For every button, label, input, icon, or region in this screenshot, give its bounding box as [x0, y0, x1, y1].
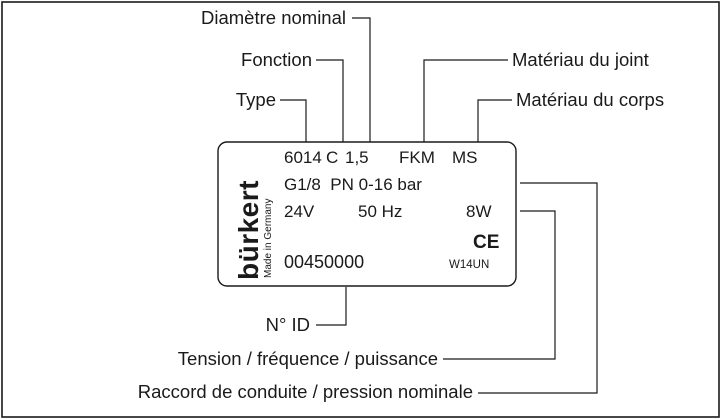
leader-diametre-nominal — [352, 17, 371, 142]
plate-puissance: 8W — [466, 202, 492, 221]
leader-n-id — [316, 287, 347, 326]
label-raccord: Raccord de conduite / pression nominale — [138, 381, 473, 402]
label-materiau-corps: Matériau du corps — [516, 89, 664, 110]
leader-tension — [443, 210, 556, 360]
plate-type: 6014 — [284, 148, 322, 167]
label-diametre-nominal: Diamètre nominal — [201, 7, 346, 28]
made-in-germany: Made in Germany — [263, 199, 274, 278]
label-fonction: Fonction — [241, 49, 312, 70]
plate-fonction: C — [326, 148, 338, 167]
leader-type — [280, 99, 307, 142]
leader-raccord — [478, 182, 598, 394]
plate-raccord-pression: G1/8 PN 0-16 bar — [284, 175, 422, 194]
plate-corps: MS — [452, 148, 478, 167]
brand-logo: bürkert — [233, 180, 264, 280]
label-tension: Tension / fréquence / puissance — [178, 348, 438, 369]
label-type: Type — [236, 89, 276, 110]
label-materiau-joint: Matériau du joint — [512, 49, 649, 70]
plate-id-number: 00450000 — [284, 252, 364, 272]
leader-materiau-corps — [477, 99, 512, 142]
plate-frequence: 50 Hz — [358, 202, 402, 221]
ce-mark: CE — [473, 232, 499, 253]
plate-diametre: 1,5 — [345, 148, 369, 167]
plate-tension: 24V — [284, 202, 315, 221]
leader-materiau-joint — [423, 59, 508, 142]
plate-code: W14UN — [449, 259, 489, 271]
label-n-id: N° ID — [266, 314, 310, 335]
leader-fonction — [316, 59, 344, 142]
plate-joint: FKM — [399, 148, 435, 167]
nameplate — [217, 141, 517, 287]
